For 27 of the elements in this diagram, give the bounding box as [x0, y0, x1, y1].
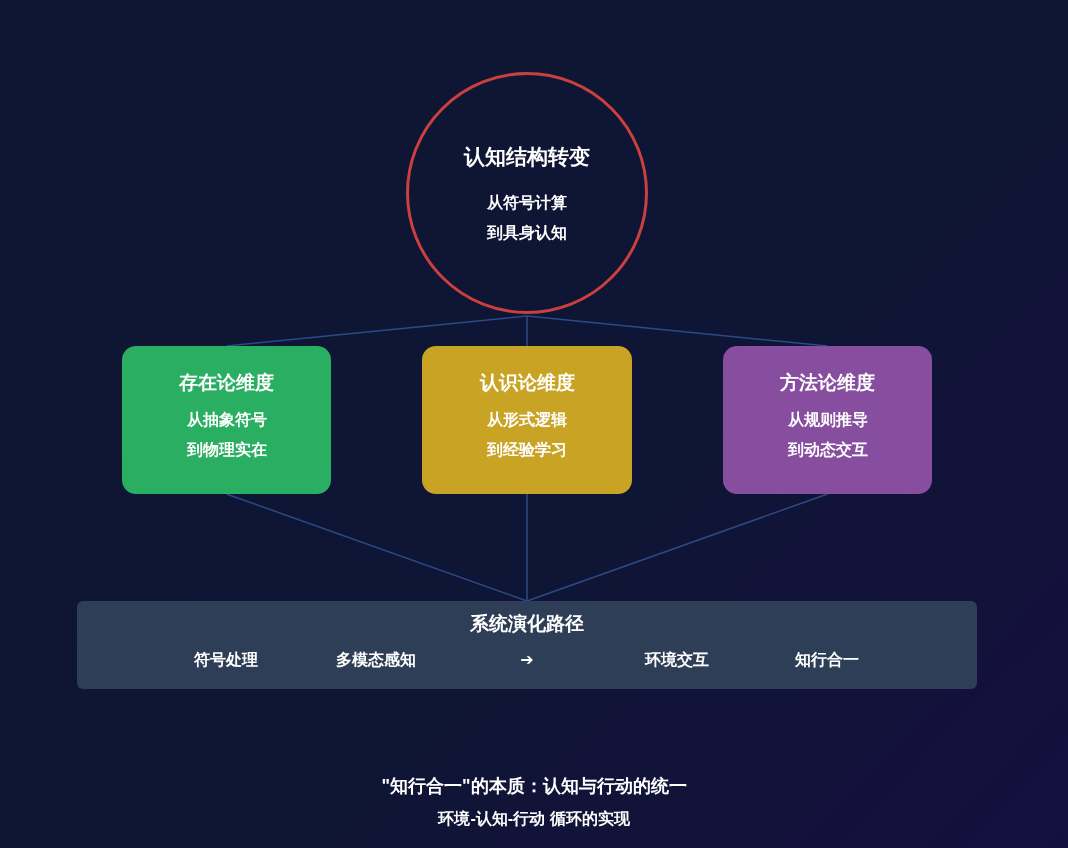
step-label: 符号处理 — [193, 650, 259, 670]
card-title: 方法论维度 — [779, 371, 876, 395]
connector-line — [225, 315, 528, 347]
caption-text: 环境-认知-行动 循环的实现 — [438, 809, 630, 829]
circle-title: 认知结构转变 — [462, 144, 591, 170]
connector-line — [225, 493, 528, 602]
step-label: 环境交互 — [643, 650, 710, 670]
dimension-card — [723, 346, 932, 494]
card-text: 从抽象符号到物理实在 — [185, 410, 268, 460]
connector-line — [526, 315, 528, 347]
card-title: 认识论维度 — [478, 371, 576, 395]
card-text: 从形式逻辑到经验学习 — [486, 410, 568, 460]
dimension-card — [122, 346, 331, 494]
step-label: 知行合一 — [794, 650, 860, 670]
card-title: 存在论维度 — [178, 371, 275, 395]
card-text: 从规则推导到动态交互 — [786, 410, 869, 460]
concept-circle — [406, 72, 648, 314]
dimension-card — [422, 346, 632, 494]
arrow-glyph: ➔ — [519, 650, 535, 669]
connector-line — [526, 493, 829, 602]
panel-title: 系统演化路径 — [469, 612, 585, 636]
step-label: 多模态感知 — [335, 650, 417, 670]
connector-line — [526, 315, 829, 347]
path-panel — [77, 601, 977, 689]
connector-line — [526, 493, 528, 602]
circle-text: 从符号计算到具身认知 — [486, 193, 568, 243]
caption-text: "知行合一"的本质：认知与行动的统一 — [381, 775, 687, 798]
